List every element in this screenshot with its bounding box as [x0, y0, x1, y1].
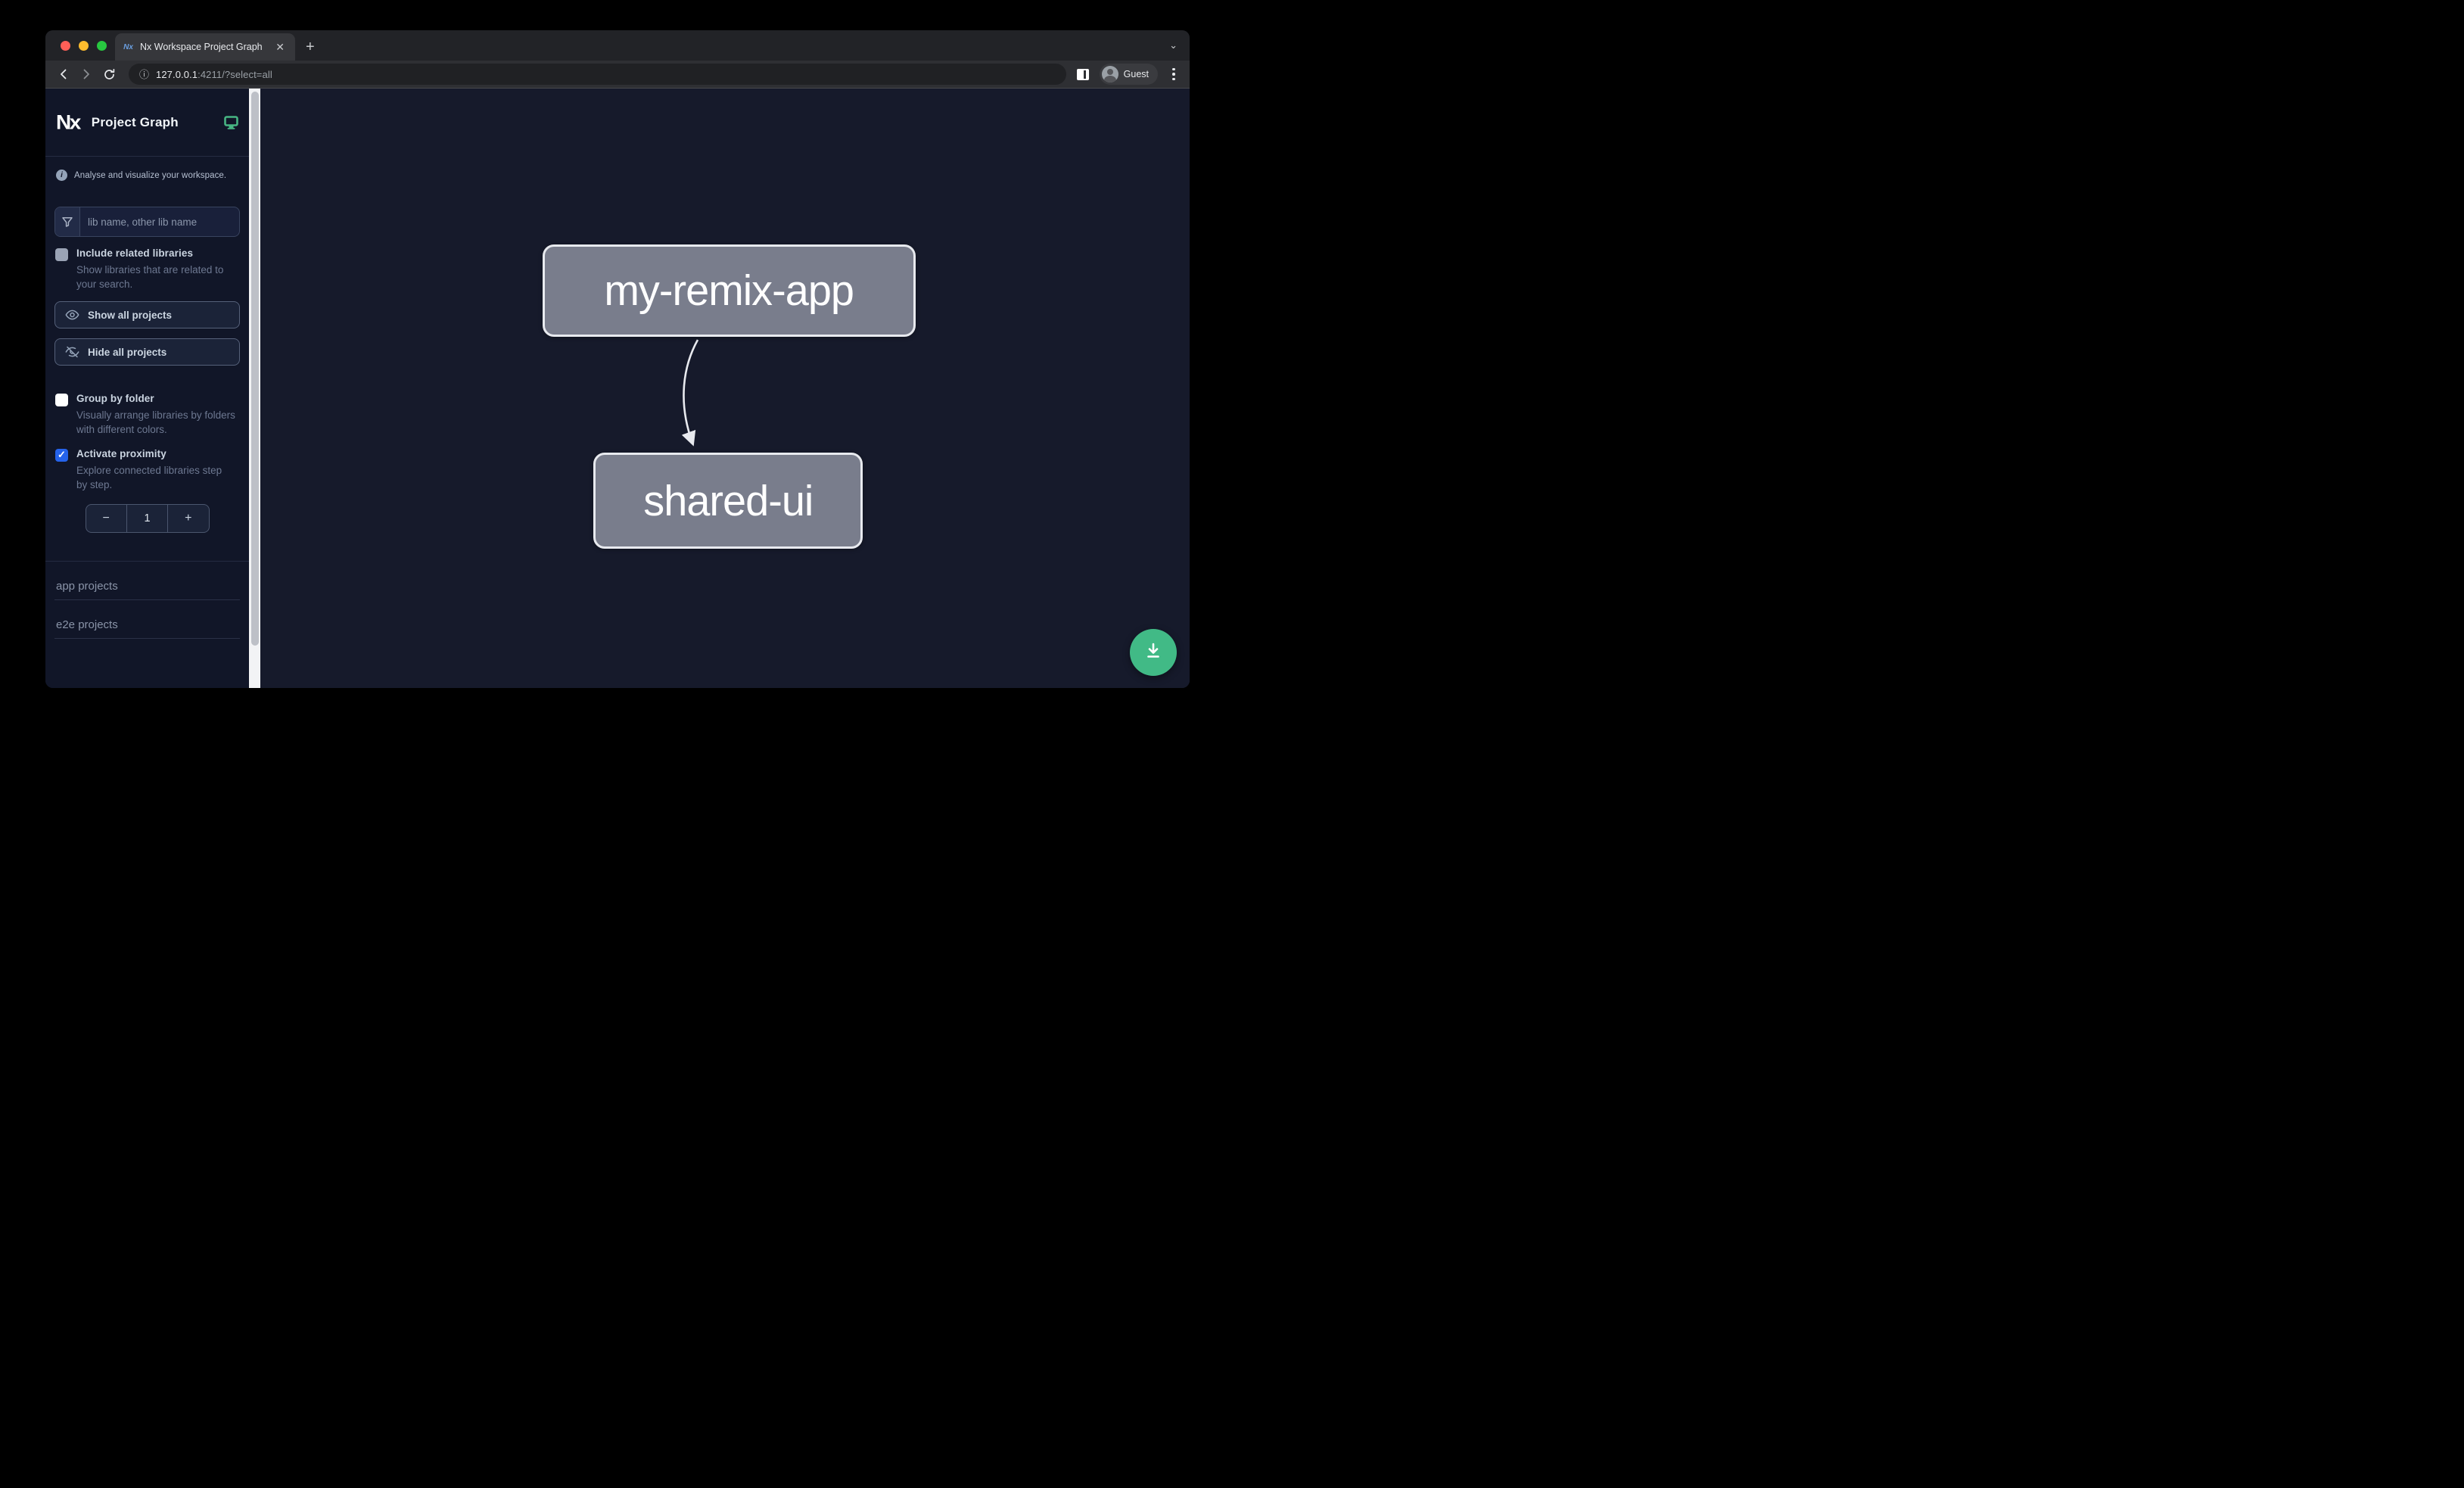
node-shared-ui[interactable]: shared-ui: [593, 453, 863, 549]
close-window-button[interactable]: [61, 41, 70, 51]
reload-button[interactable]: [100, 65, 118, 83]
tab-bar: Nx Nx Workspace Project Graph ✕ + ⌄: [45, 30, 1190, 61]
sidebar-header: Nx Project Graph: [45, 89, 249, 157]
proximity-increment-button[interactable]: +: [185, 511, 192, 525]
back-button[interactable]: [54, 65, 73, 83]
activate-proximity-label: Activate proximity: [76, 447, 166, 459]
info-icon: i: [56, 170, 67, 181]
proximity-stepper: − 1 +: [85, 503, 210, 533]
side-panel-icon[interactable]: [1076, 68, 1089, 80]
zoom-window-button[interactable]: [97, 41, 107, 51]
group-by-folder-label: Group by folder: [76, 393, 154, 405]
minimize-window-button[interactable]: [79, 41, 89, 51]
node-shared-ui-label: shared-ui: [642, 476, 814, 525]
edge-my-remix-app-to-shared-ui: [681, 339, 699, 447]
site-info-icon[interactable]: ⓘ: [139, 68, 150, 80]
download-icon: [1143, 641, 1163, 665]
include-related-label: Include related libraries: [76, 247, 194, 259]
workspace-tagline-row: i Analyse and visualize your workspace.: [45, 157, 249, 181]
browser-menu-icon[interactable]: [1167, 67, 1181, 81]
download-graph-button[interactable]: [1130, 629, 1177, 676]
include-related-option: Include related libraries Show libraries…: [45, 237, 249, 291]
include-related-checkbox[interactable]: [55, 248, 68, 261]
tab-close-icon[interactable]: ✕: [275, 41, 285, 53]
group-by-folder-checkbox[interactable]: [55, 394, 68, 407]
activate-proximity-description: Explore connected libraries step by step…: [76, 464, 222, 490]
browser-tab[interactable]: Nx Nx Workspace Project Graph ✕: [115, 33, 295, 61]
proximity-value: 1: [126, 504, 169, 532]
address-bar[interactable]: ⓘ 127.0.0.1:4211/?select=all: [129, 64, 1066, 85]
forward-button[interactable]: [77, 65, 95, 83]
window-controls: [61, 41, 107, 51]
workspace-tagline: Analyse and visualize your workspace.: [74, 170, 227, 180]
browser-toolbar: ⓘ 127.0.0.1:4211/?select=all Guest: [45, 61, 1190, 89]
tab-search-chevron-icon[interactable]: ⌄: [1169, 39, 1178, 51]
graph-canvas[interactable]: my-remix-app shared-ui: [260, 89, 1190, 688]
show-all-projects-label: Show all projects: [88, 309, 173, 321]
section-app-projects[interactable]: app projects: [54, 562, 240, 600]
section-e2e-projects[interactable]: e2e projects: [54, 600, 240, 639]
activate-proximity-checkbox[interactable]: ✓: [55, 448, 68, 462]
hide-all-projects-button[interactable]: Hide all projects: [54, 338, 240, 366]
show-all-projects-button[interactable]: Show all projects: [54, 301, 240, 329]
browser-window: Nx Nx Workspace Project Graph ✕ + ⌄ ⓘ 12…: [45, 30, 1190, 688]
search-box: [54, 207, 240, 237]
sidebar-scrollbar[interactable]: [249, 89, 260, 688]
avatar-icon: [1101, 66, 1118, 82]
url-host: 127.0.0.1: [156, 68, 198, 80]
include-related-description: Show libraries that are related to your …: [76, 264, 224, 291]
proximity-decrement-button[interactable]: −: [102, 511, 110, 525]
group-by-folder-option: Group by folder Visually arrange librari…: [45, 382, 249, 437]
sidebar-divider: [45, 560, 249, 562]
tab-title: Nx Workspace Project Graph: [140, 42, 263, 52]
nx-logo: Nx: [56, 111, 81, 133]
url-path: :4211/?select=all: [198, 68, 272, 80]
page-title: Project Graph: [91, 114, 179, 129]
group-by-folder-description: Visually arrange libraries by folders wi…: [76, 409, 235, 436]
sidebar-scrollbar-thumb[interactable]: [250, 92, 259, 646]
url-text: 127.0.0.1:4211/?select=all: [156, 69, 272, 80]
activate-proximity-option: ✓ Activate proximity Explore connected l…: [45, 437, 249, 492]
hide-all-projects-label: Hide all projects: [88, 346, 167, 358]
sidebar: Nx Project Graph i Analyse and visualize…: [45, 89, 249, 688]
nx-favicon-icon: Nx: [123, 42, 133, 51]
monitor-icon[interactable]: [224, 115, 238, 129]
search-input[interactable]: [80, 207, 239, 236]
profile-label: Guest: [1123, 69, 1149, 79]
node-my-remix-app-label: my-remix-app: [604, 266, 855, 315]
new-tab-button[interactable]: +: [306, 39, 315, 55]
profile-button[interactable]: Guest: [1099, 64, 1158, 85]
node-my-remix-app[interactable]: my-remix-app: [543, 244, 916, 337]
filter-icon: [55, 207, 80, 236]
